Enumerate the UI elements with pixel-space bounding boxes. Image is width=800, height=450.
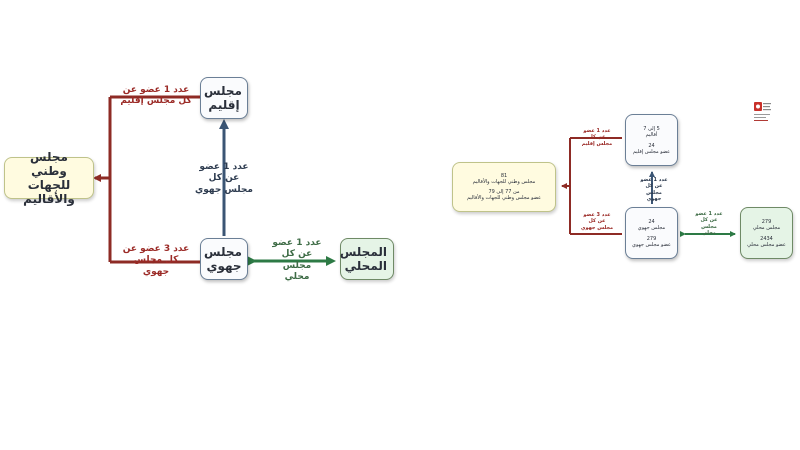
left-label-district-to-national: عدد 1 عضو عن كل مجلس إقليم — [120, 85, 192, 107]
right-district-count: 24 — [648, 142, 655, 149]
right-local-count2: 2434 — [760, 235, 773, 242]
right-local-council-box: 279 مجلس محلي 2434 عضو مجلس محلي — [740, 207, 793, 259]
right-local-name: مجلس محلي — [752, 224, 781, 231]
left-local-council-label: المجلس المحلي — [339, 245, 387, 273]
right-red-bracket — [561, 137, 622, 235]
right-district-unit: أقاليم — [645, 131, 658, 138]
left-label-local-to-regional: عدد 1 عضو عن كل مجلس محلي — [272, 238, 322, 282]
right-label-district-to-national: عدد 1 عضو عن كل مجلس إقليم — [581, 128, 613, 147]
left-regional-council-label: مجلس جهوي — [204, 245, 242, 273]
right-regional-member: عضو مجلس جهوي — [632, 241, 671, 248]
left-local-council-box: المجلس المحلي — [340, 238, 394, 280]
left-label-regional-to-national: عدد 3 عضو عن كل مجلس جهوي — [122, 244, 190, 277]
right-regional-name: مجلس جهوي — [637, 224, 666, 231]
right-local-count: 279 — [761, 218, 772, 225]
left-national-council-label: مجلس وطني للجهات والأقاليم — [23, 150, 75, 206]
emblem-logo — [754, 102, 771, 121]
right-regional-council-box: 24 مجلس جهوي 279 عضو مجلس جهوي — [625, 207, 678, 259]
right-regional-count: 24 — [648, 218, 655, 225]
left-regional-council-box: مجلس جهوي — [200, 238, 248, 280]
right-national-range: من 77 إلى 79 — [488, 189, 520, 195]
right-local-member: عضو مجلس محلي — [747, 241, 786, 248]
right-national-name: مجلس وطني للجهات والأقاليم — [472, 179, 536, 185]
right-label-local-to-regional: عدد 1 عضو عن كل مجلس محلي — [695, 211, 723, 236]
left-district-council-label: مجلس إقليم — [204, 84, 242, 112]
right-district-member: عضو مجلس إقليم — [632, 148, 671, 155]
left-national-council-box: مجلس وطني للجهات والأقاليم — [4, 150, 94, 206]
left-red-bracket — [93, 95, 200, 264]
right-national-council-box: 81 مجلس وطني للجهات والأقاليم من 77 إلى … — [452, 162, 556, 212]
right-district-range: 5 إلى 7 — [643, 125, 660, 132]
right-national-count: 81 — [500, 173, 508, 179]
right-district-council-box: 5 إلى 7 أقاليم 24 عضو مجلس إقليم — [625, 114, 678, 166]
right-label-regional-to-national: عدد 3 عضو عن كل مجلس جهوي — [580, 212, 614, 231]
left-label-regional-to-district: عدد 1 عضو عن كل مجلس جهوي — [195, 162, 253, 195]
right-national-member: عضو مجلس وطني للجهات والأقاليم — [466, 195, 542, 201]
left-district-council-box: مجلس إقليم — [200, 77, 248, 119]
right-regional-count2: 279 — [646, 235, 657, 242]
right-label-regional-to-district: عدد 1 عضو عن كل مجلس جهوي — [640, 177, 668, 202]
